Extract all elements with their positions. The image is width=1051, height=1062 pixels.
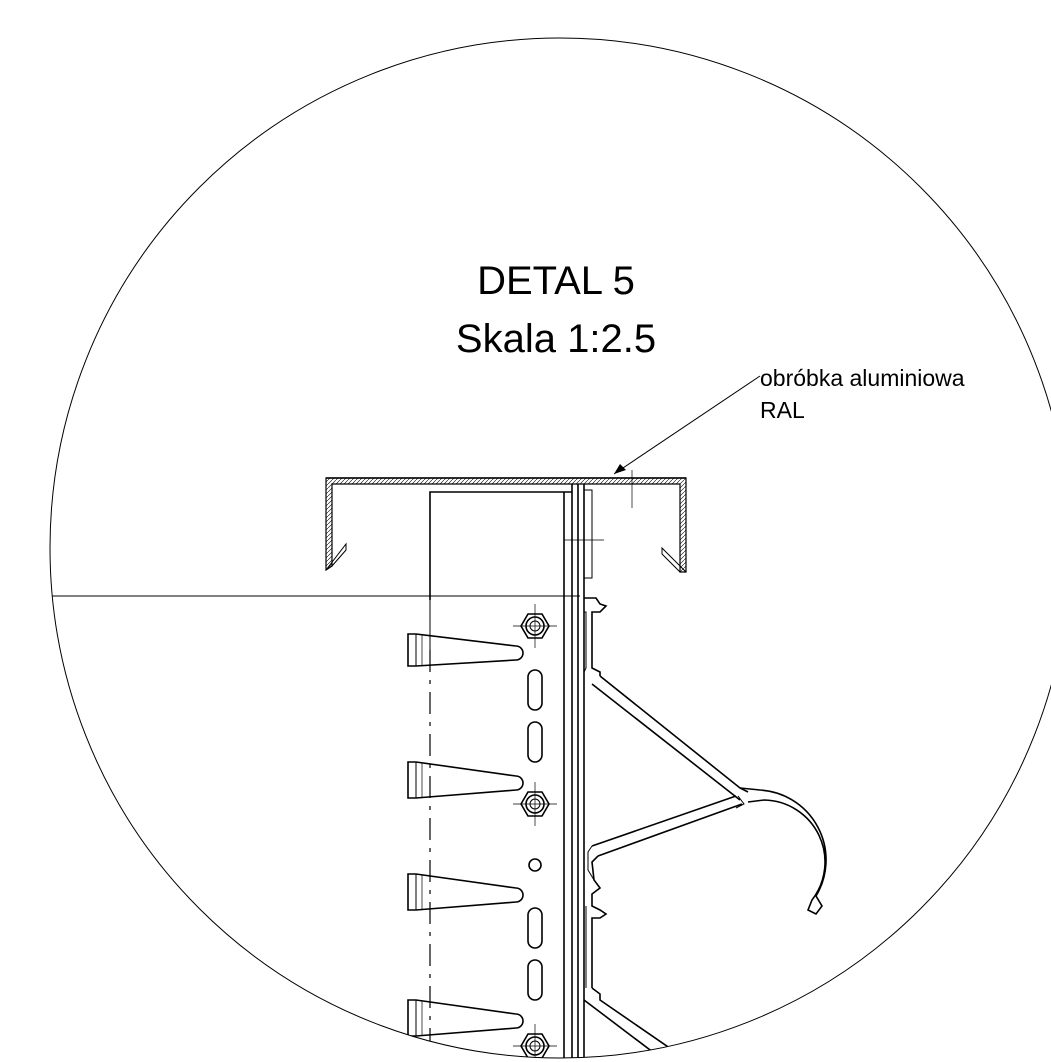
- callout-label-line1: obróbka aluminiowa: [760, 365, 965, 391]
- slotted-holes: [527, 669, 543, 1001]
- detail-boundary-circle: [49, 37, 1051, 1059]
- detail-title: DETAL 5: [477, 259, 635, 303]
- aluminium-flashing: [325, 477, 687, 573]
- detail-scale: Skala 1:2.5: [456, 317, 656, 361]
- callout-leader: [613, 375, 761, 475]
- callout-label-line2: RAL: [760, 397, 805, 423]
- inner-profile: [429, 491, 572, 650]
- aluminium-profile: [583, 597, 827, 1058]
- vertical-posts: [563, 470, 633, 1058]
- bolt-symbols: [513, 604, 557, 1058]
- wedge-anchors: [407, 633, 524, 1037]
